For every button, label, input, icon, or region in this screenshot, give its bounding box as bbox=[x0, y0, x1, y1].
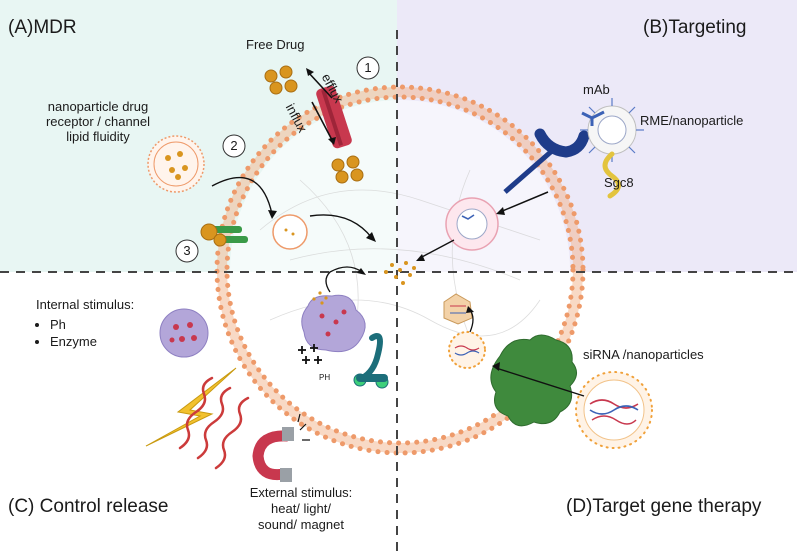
nanoparticle-liposome-icon bbox=[147, 135, 205, 193]
sgc8-aptamer-icon bbox=[602, 151, 621, 199]
proton-ph-icon bbox=[298, 344, 322, 364]
sirna-nanoparticles-label: siRNA /nanoparticles bbox=[583, 347, 704, 362]
enzyme-vesicle-icon bbox=[159, 308, 209, 358]
rme-nanoparticle-icon bbox=[580, 98, 644, 162]
ph-sensor-icon bbox=[353, 333, 389, 389]
heat-wave-icon bbox=[178, 376, 250, 470]
internal-stimulus-item: Enzyme bbox=[50, 333, 97, 350]
sirna-nanoparticle-small-icon bbox=[448, 331, 486, 369]
free-drug-label: Free Drug bbox=[246, 37, 305, 52]
panel-c-title: (C) Control release bbox=[8, 496, 169, 517]
mdr-mechanism-item: lipid fluidity bbox=[66, 129, 130, 144]
cell-vesicle-release-icon bbox=[301, 294, 366, 353]
internal-stimulus-list: Ph Enzyme bbox=[36, 316, 97, 350]
external-stimulus-title: External stimulus: bbox=[249, 485, 353, 500]
mdr-mechanisms-list: nanoparticle drug receptor / channel lip… bbox=[28, 99, 168, 144]
external-stimulus-item: heat/ light/ bbox=[271, 501, 331, 516]
targeting-entry-arrow bbox=[499, 191, 549, 213]
targeting-release-arrow bbox=[419, 239, 455, 259]
mdr-mechanism-item: nanoparticle drug bbox=[47, 99, 149, 114]
step-circles bbox=[175, 56, 380, 263]
internal-stimulus-title: Internal stimulus: bbox=[36, 297, 135, 312]
mdr-mechanism-item: receptor / channel bbox=[45, 114, 151, 129]
external-stimulus-item: sound/ magnet bbox=[257, 517, 344, 532]
magnet-icon bbox=[252, 413, 310, 482]
panel-b-title: (B)Targeting bbox=[643, 17, 747, 38]
cell-membrane bbox=[214, 84, 586, 456]
mab-antibody-icon bbox=[581, 110, 605, 126]
sirna-nanoparticle-large-icon bbox=[575, 371, 653, 449]
internal-drug-cluster-icon bbox=[331, 155, 364, 184]
drug-release-arrow bbox=[325, 266, 363, 293]
step-number-3: 3 bbox=[183, 243, 191, 258]
rme-nanoparticle-label: RME/nanoparticle bbox=[640, 113, 744, 128]
endosome-icon bbox=[272, 214, 308, 250]
efflux-channel-icon bbox=[316, 85, 352, 149]
mrna-complex-icon bbox=[443, 293, 473, 325]
drug-release-particles-icon bbox=[312, 291, 328, 305]
internalized-nanoparticle-icon bbox=[445, 197, 499, 251]
influx-arrow bbox=[311, 101, 333, 141]
endosome-release-arrow bbox=[309, 214, 373, 239]
gene-entry-arrow bbox=[495, 367, 585, 397]
released-drug-particles-icon bbox=[384, 261, 416, 285]
efflux-arrow bbox=[307, 71, 333, 99]
panel-d-title: (D)Target gene therapy bbox=[566, 496, 762, 517]
ph-label: PH bbox=[319, 373, 331, 382]
lightning-bolt-icon bbox=[145, 367, 237, 447]
panel-a-title: (A)MDR bbox=[8, 17, 77, 38]
step-number-2: 2 bbox=[230, 138, 238, 153]
sgc8-label: Sgc8 bbox=[604, 175, 634, 190]
mab-label: mAb bbox=[583, 82, 610, 97]
external-stimulus-block: External stimulus: heat/ light/ sound/ m… bbox=[226, 485, 376, 533]
liposome-entry-arrow bbox=[211, 176, 273, 215]
receptor-icon bbox=[503, 128, 590, 194]
receptor-channel-icon bbox=[200, 223, 248, 247]
free-drug-cluster-icon bbox=[264, 65, 298, 95]
step-number-1: 1 bbox=[364, 60, 372, 75]
internal-stimulus-item: Ph bbox=[50, 316, 97, 333]
